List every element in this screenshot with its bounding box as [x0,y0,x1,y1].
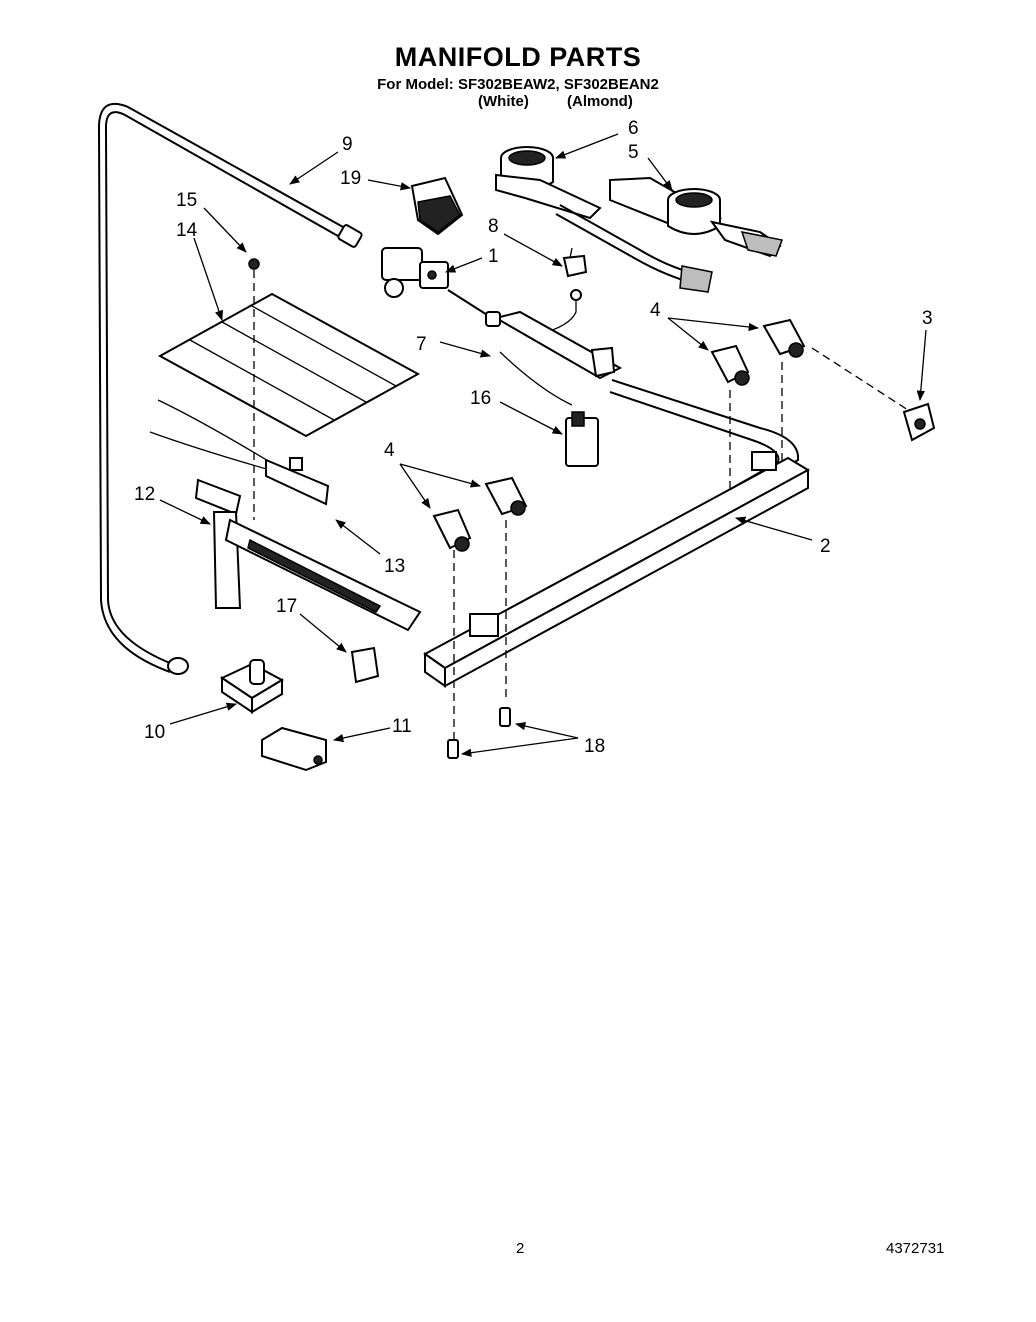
orifice-part-4-left [432,476,528,740]
callout-12: 12 [134,484,155,505]
callout-4-left: 4 [384,440,395,461]
shield-part-14 [157,258,421,520]
callout-17: 17 [276,596,297,617]
page-title: MANIFOLD PARTS [394,42,642,72]
bake-burner-part-12 [194,478,422,632]
manifold-bar-part-2 [423,379,811,688]
bracket-part-3 [902,402,936,442]
burner-part-6 [495,146,713,293]
regulator-part-10 [219,659,285,714]
color-almond-label: (Almond) [567,93,633,110]
callout-11: 11 [392,716,412,737]
callout-8: 8 [488,216,499,237]
page-number: 2 [516,1240,525,1257]
model-line: For Model: SF302BEAW2, SF302BEAN2 [377,76,659,93]
burner-part-5 [609,176,784,258]
callout-1: 1 [488,246,499,267]
igniter-part-7 [485,310,623,406]
orifice-part-4-right [710,318,909,490]
valve-part-1 [381,247,493,319]
callout-6: 6 [628,118,639,139]
callout-14: 14 [176,220,198,241]
callout-18: 18 [584,736,605,757]
bracket-part-8 [562,247,588,278]
clip-part-17 [350,646,380,684]
callout-2: 2 [820,536,831,557]
leader-lines [159,133,927,757]
callout-16: 16 [470,388,491,409]
callout-15: 15 [176,190,197,211]
callout-13: 13 [384,556,405,577]
callout-10: 10 [144,722,165,743]
callout-3: 3 [922,308,933,329]
callout-5: 5 [628,142,639,163]
callout-4-right: 4 [650,300,661,321]
document-number: 4372731 [886,1240,945,1257]
module-part-16 [565,411,599,467]
bracket-part-11 [261,726,327,772]
callout-7: 7 [416,334,427,355]
callout-19: 19 [340,168,361,189]
clip-part-19 [410,176,464,236]
screw-part-18 [447,707,511,759]
color-white-label: (White) [478,93,529,110]
callout-9: 9 [342,134,353,155]
gas-tube-part-9 [97,102,363,675]
igniter-part-13 [149,399,330,506]
